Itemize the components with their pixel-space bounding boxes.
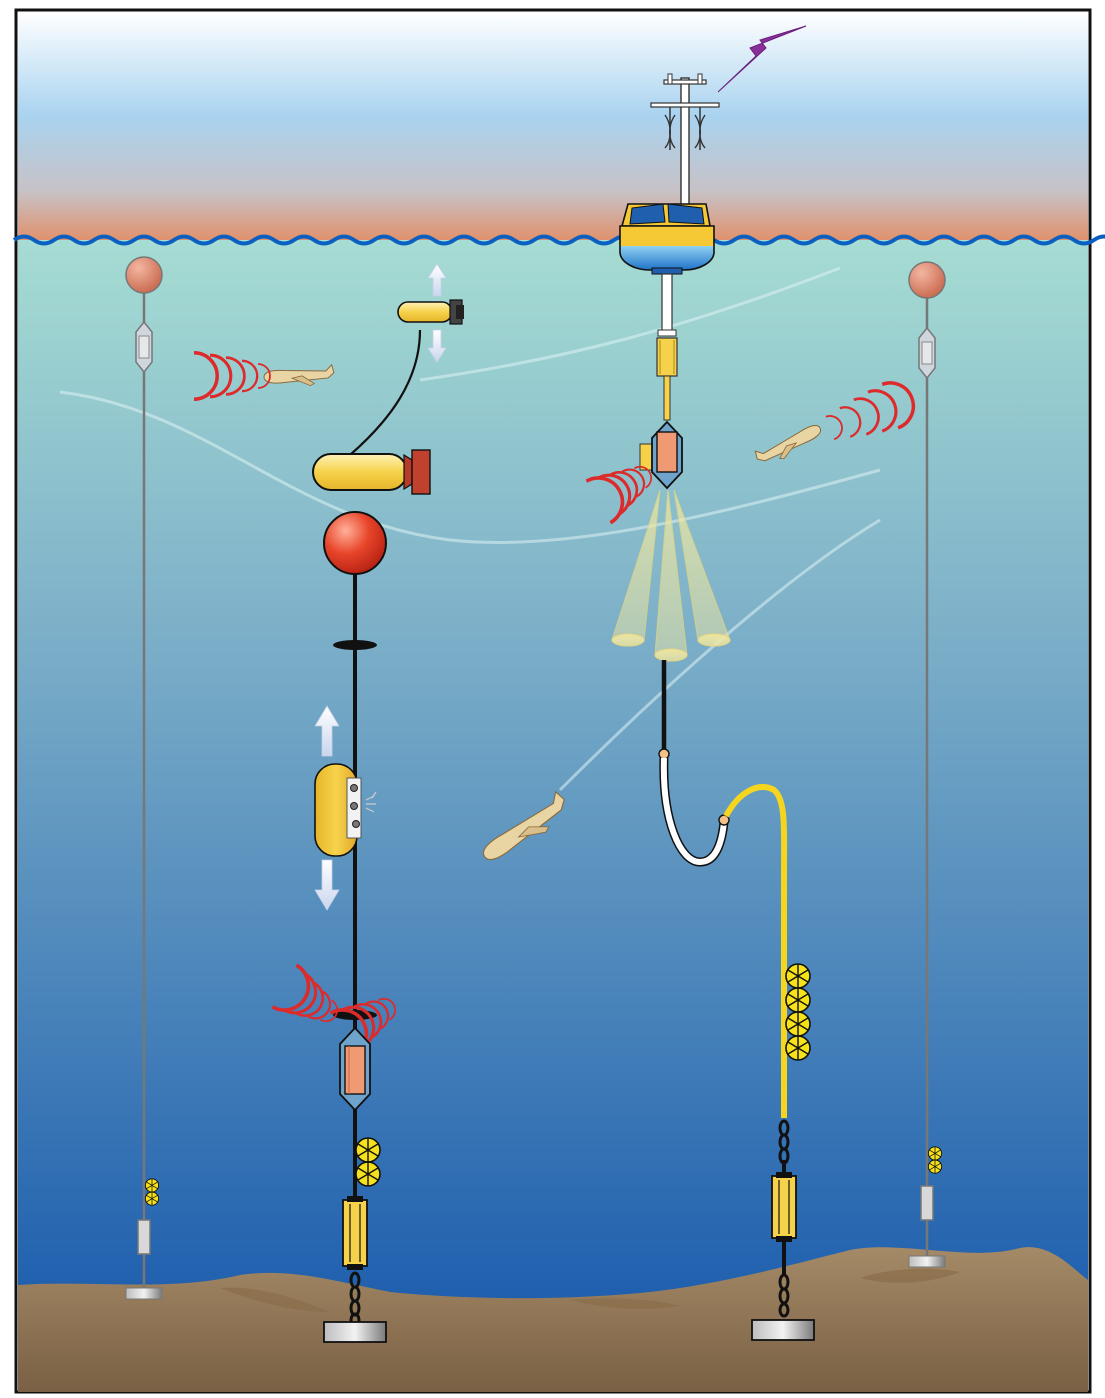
profiler-stop-icon <box>333 640 377 650</box>
instrument-housing-icon <box>136 322 152 372</box>
acoustic-release-icon <box>138 1220 150 1254</box>
instrument-housing-icon <box>340 1028 370 1110</box>
instrument-frame-icon <box>657 338 677 376</box>
anchor-icon <box>752 1320 814 1340</box>
anchor-icon <box>126 1288 162 1299</box>
acoustic-release-icon <box>343 1196 367 1270</box>
anchor-icon <box>324 1322 386 1342</box>
flotation-ball-icon <box>126 257 162 293</box>
acoustic-release-icon <box>921 1186 933 1220</box>
subsurface-float-icon <box>313 450 430 494</box>
sky <box>18 12 1088 242</box>
instrument-housing-icon <box>919 328 935 378</box>
winched-profiler-icon <box>398 300 464 324</box>
acoustic-release-icon <box>772 1172 796 1242</box>
surface-buoy-icon <box>620 204 714 274</box>
flotation-ball-icon <box>324 512 386 574</box>
flotation-ball-icon <box>909 262 945 298</box>
anchor-icon <box>909 1256 945 1267</box>
